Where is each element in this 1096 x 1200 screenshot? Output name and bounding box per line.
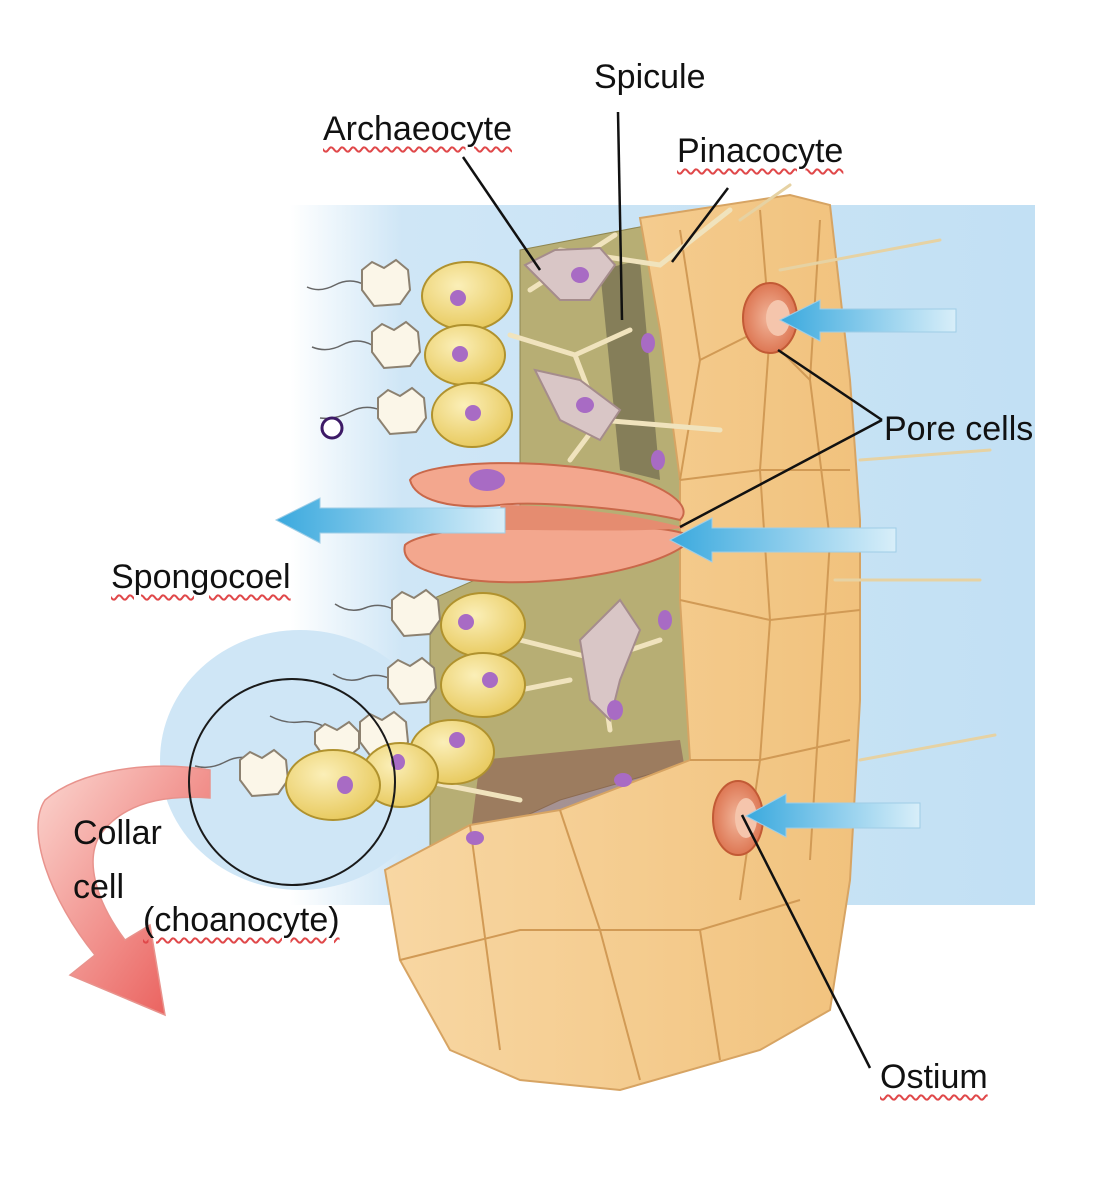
external-spicules <box>738 183 997 762</box>
archaeocyte-nuclei <box>571 267 623 720</box>
label-pore-cells: Pore cells <box>884 410 1034 448</box>
outer-body-wall <box>383 193 861 1092</box>
label-collar-cell-line2: cell <box>73 868 125 906</box>
central-porocyte <box>403 462 692 584</box>
choanocytes-upper <box>361 258 513 448</box>
label-pinacocyte: Pinacocyte <box>677 132 844 170</box>
pore-cells <box>712 282 798 856</box>
label-spongocoel: Spongocoel <box>111 558 291 596</box>
label-ostium: Ostium <box>880 1058 988 1096</box>
collar-cell-callout-arrow <box>37 765 211 1017</box>
inflow-arrows <box>668 299 957 838</box>
label-collar-cell-line1: Collar <box>73 814 162 852</box>
spongocoel-outflow-arrow <box>274 497 506 544</box>
label-choanocyte: (choanocyte) <box>143 901 340 939</box>
wall-nuclei <box>466 333 672 845</box>
marker-circle <box>320 416 344 440</box>
collar-cell-highlight-circle <box>188 678 396 886</box>
label-spicule: Spicule <box>594 58 706 96</box>
label-archaeocyte: Archaeocyte <box>323 110 512 148</box>
leader-lines <box>461 111 883 1069</box>
